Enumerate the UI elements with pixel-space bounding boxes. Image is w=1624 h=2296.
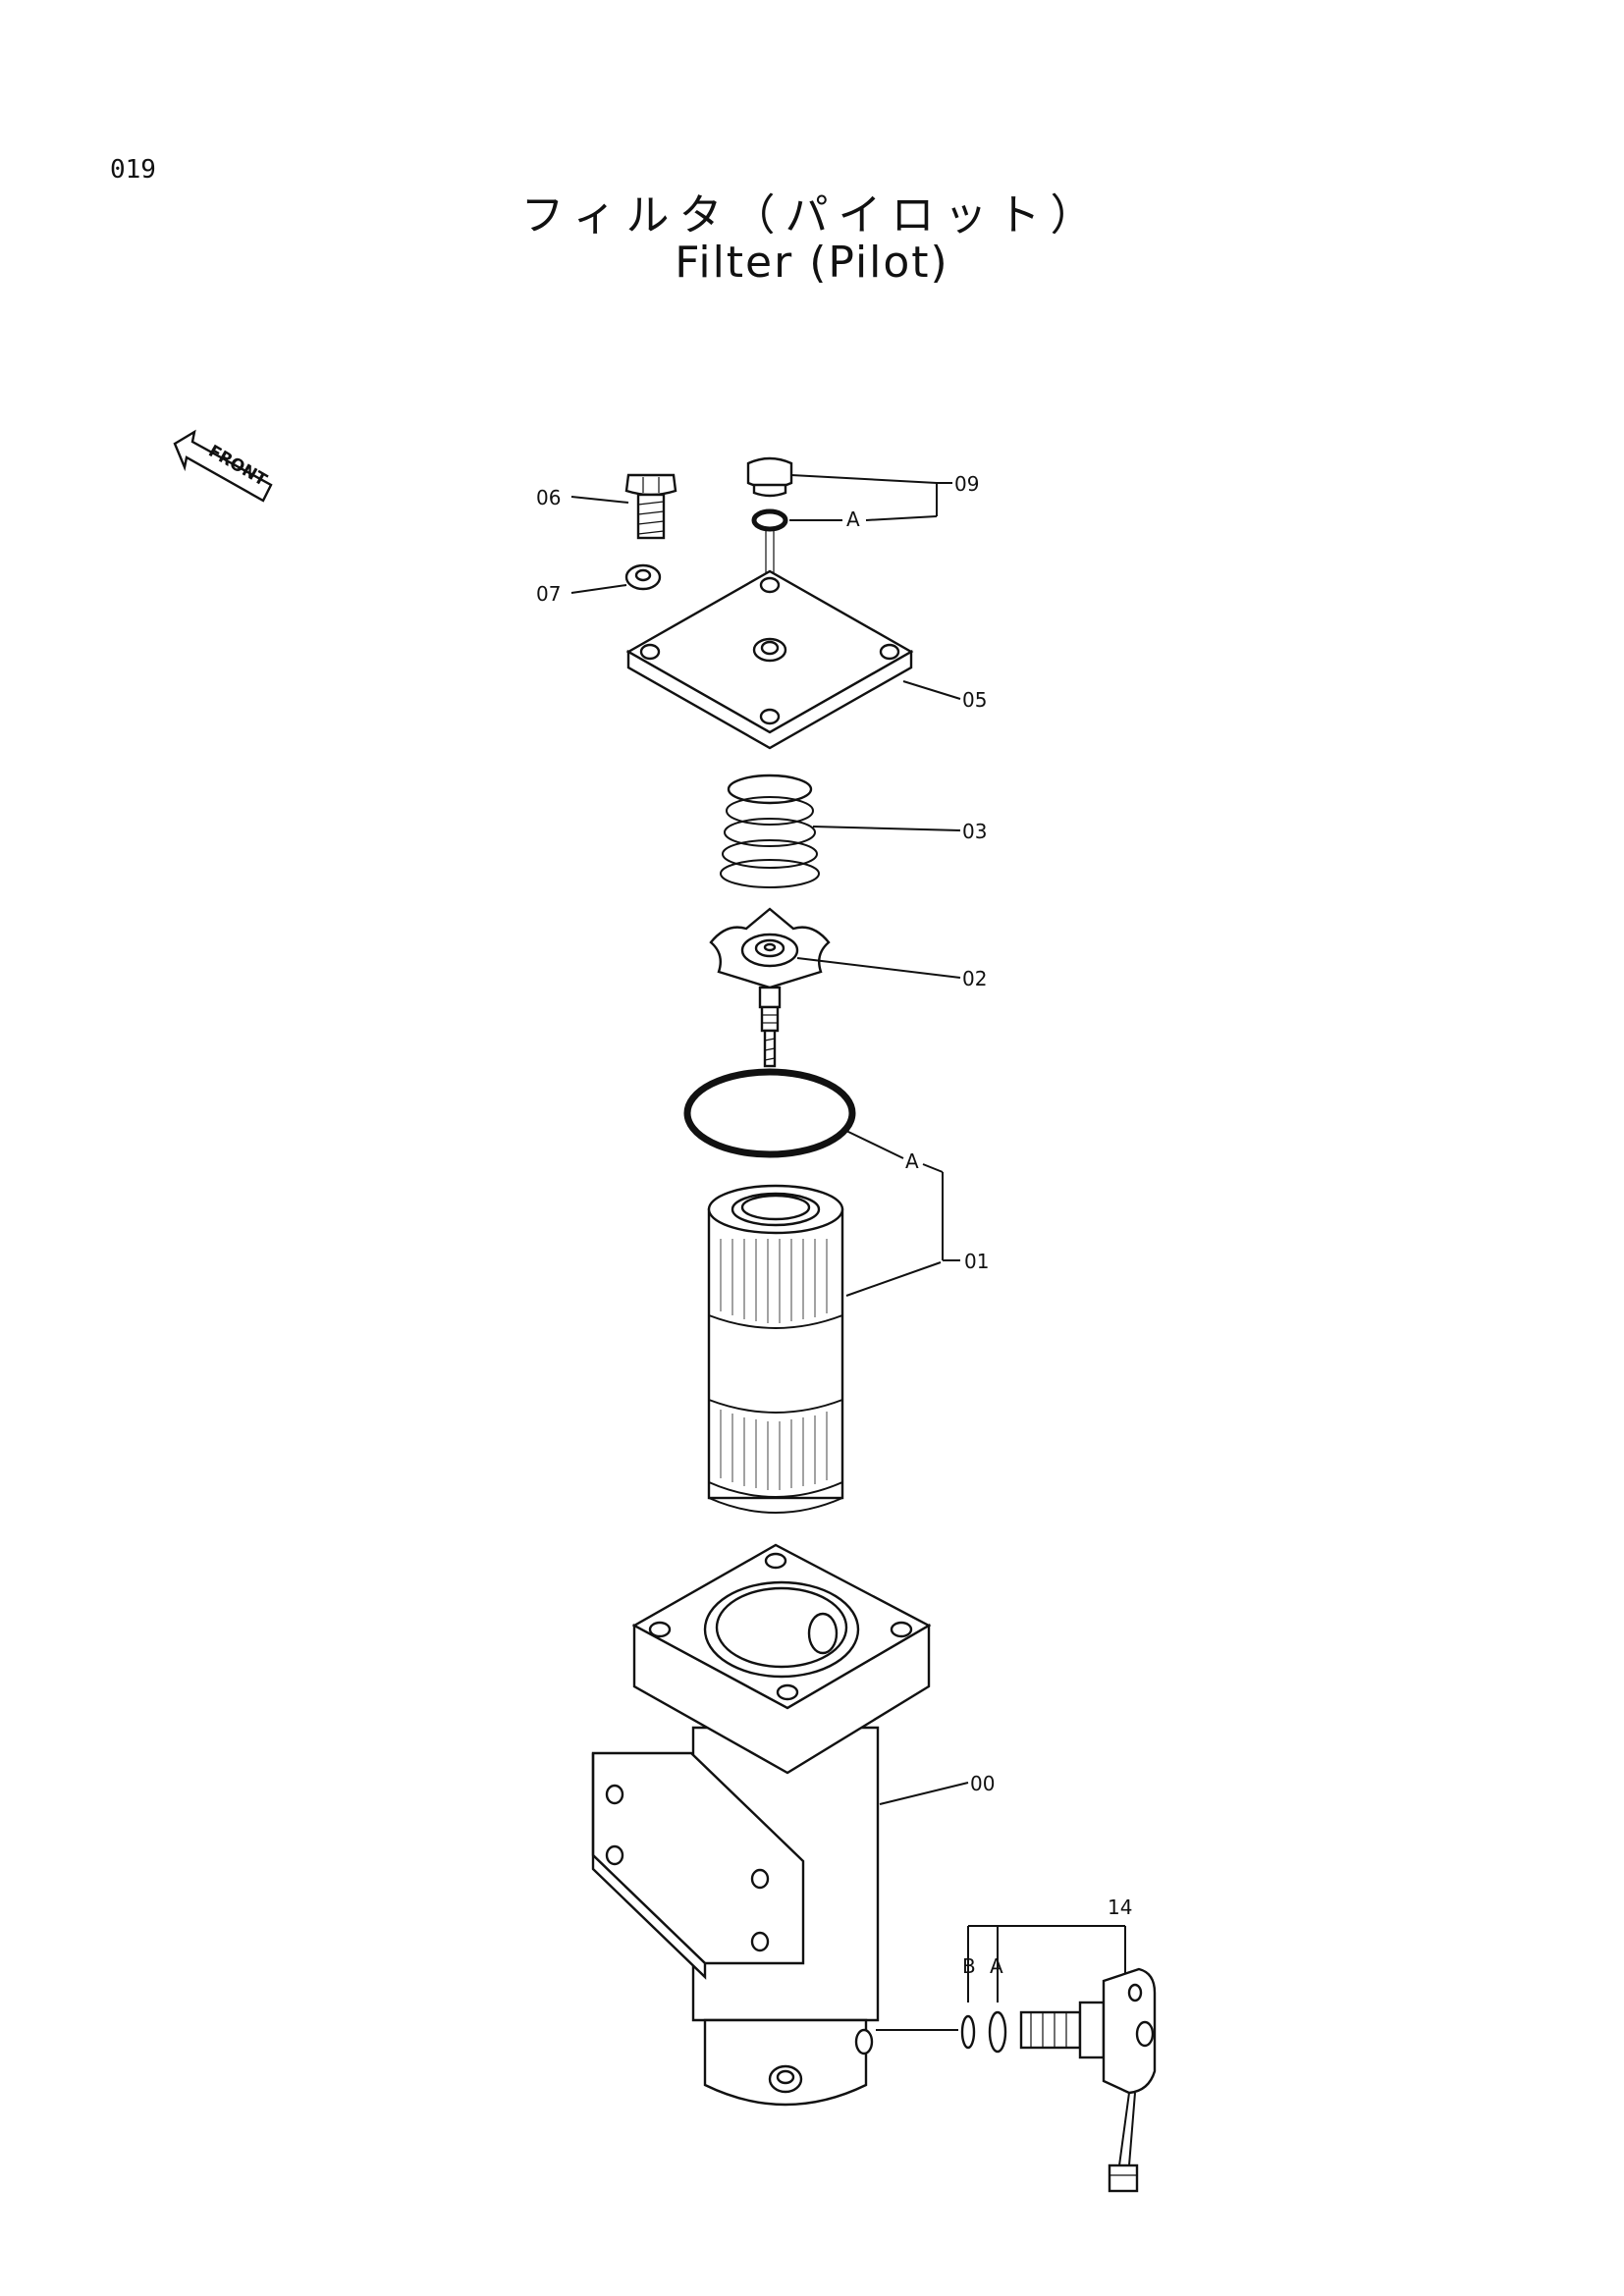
valve-02 [709,907,831,1068]
o-ring-large [683,1068,856,1158]
page-number: 019 [110,155,156,185]
label-a-bottom: A [990,1954,1003,1978]
bolt-06 [624,473,677,540]
filter-element-01 [707,1184,844,1514]
spring-03 [720,774,820,888]
cover-plate-05 [625,569,914,750]
label-00: 00 [970,1772,995,1795]
front-arrow-icon: FRONT [173,429,273,503]
label-03: 03 [962,820,987,843]
page-title-english: Filter (Pilot) [675,238,949,288]
filter-housing-00 [591,1543,932,2107]
o-ring-a-bottom [988,2010,1007,2054]
plug-09 [746,456,793,498]
label-02: 02 [962,967,987,990]
pressure-switch-14 [1019,1967,1157,2193]
label-a-top: A [846,507,860,531]
label-05: 05 [962,688,987,712]
label-a-mid: A [905,1149,919,1173]
label-07: 07 [536,582,561,606]
label-01: 01 [964,1250,989,1273]
o-ring-top [751,508,788,532]
label-09: 09 [954,472,979,496]
label-14: 14 [1108,1896,1132,1919]
label-06: 06 [536,486,561,509]
page-title-japanese: フィルタ（パイロット） [520,190,1104,240]
washer-07 [624,563,662,591]
label-b-bottom: B [962,1954,976,1978]
o-ring-b [960,2014,976,2050]
